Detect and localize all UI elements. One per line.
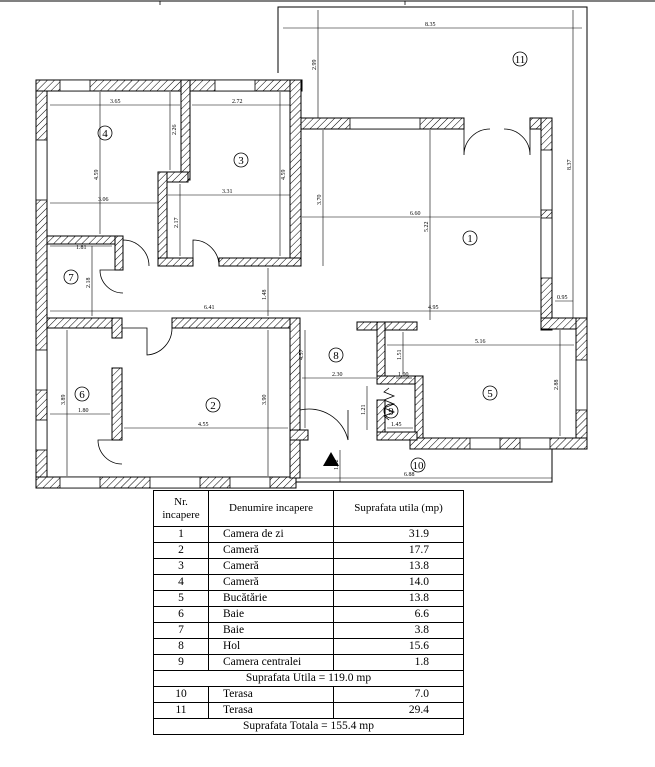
svg-text:2: 2 [210, 400, 216, 412]
header-nr: Nr. incapere [153, 490, 209, 527]
floor-plan: 8.35 2.99 8.37 3.65 2.72 2.26 4.59 4.59 … [0, 0, 655, 489]
dimension-labels: 8.35 2.99 8.37 3.65 2.72 2.26 4.59 4.59 … [61, 22, 573, 478]
header-name: Denumire incapere [208, 490, 334, 527]
windows [35, 79, 588, 489]
svg-text:5.16: 5.16 [475, 339, 486, 345]
svg-text:3.89: 3.89 [61, 395, 67, 406]
svg-text:2.88: 2.88 [554, 380, 560, 391]
svg-text:3.90: 3.90 [262, 395, 268, 406]
svg-text:3.65: 3.65 [110, 99, 121, 105]
svg-text:4.57: 4.57 [299, 350, 305, 361]
svg-text:8.35: 8.35 [425, 22, 436, 28]
walls [35, 79, 588, 489]
svg-text:1.00: 1.00 [398, 372, 409, 378]
svg-text:11: 11 [515, 54, 526, 66]
svg-text:5: 5 [487, 388, 493, 400]
svg-text:3: 3 [238, 155, 244, 167]
header-area: Suprafata utila (mp) [333, 490, 464, 527]
svg-text:2.99: 2.99 [312, 60, 318, 71]
svg-text:8: 8 [333, 350, 339, 362]
svg-text:1.45: 1.45 [391, 422, 402, 428]
svg-text:4.59: 4.59 [281, 170, 287, 181]
svg-text:2.18: 2.18 [86, 278, 92, 289]
total-row: Suprafata Totala = 155.4 mp [153, 718, 464, 735]
svg-text:4.59: 4.59 [94, 170, 100, 181]
svg-text:1.48: 1.48 [262, 290, 268, 301]
svg-text:2.17: 2.17 [174, 218, 180, 229]
svg-text:1.51: 1.51 [397, 350, 403, 361]
svg-text:6.88: 6.88 [404, 472, 415, 478]
svg-text:2.26: 2.26 [172, 125, 178, 136]
svg-text:3.31: 3.31 [222, 189, 233, 195]
svg-text:2.72: 2.72 [232, 99, 243, 105]
svg-text:7: 7 [68, 272, 74, 284]
svg-text:4.95: 4.95 [428, 305, 439, 311]
svg-text:3.70: 3.70 [317, 195, 323, 206]
svg-text:6.60: 6.60 [410, 211, 421, 217]
svg-text:1.80: 1.80 [78, 408, 89, 414]
dimension-lines [50, 10, 582, 482]
svg-text:2.30: 2.30 [332, 372, 343, 378]
svg-text:6.41: 6.41 [204, 305, 215, 311]
svg-text:4: 4 [102, 128, 108, 140]
subtotal-row: Suprafata Utila = 119.0 mp [153, 670, 464, 687]
svg-text:10: 10 [413, 460, 425, 472]
svg-text:1.02: 1.02 [334, 460, 340, 471]
svg-text:8.37: 8.37 [567, 160, 573, 171]
svg-text:1.21: 1.21 [361, 405, 367, 416]
svg-text:0.95: 0.95 [557, 295, 568, 301]
boiler-zigzag-icon [382, 387, 396, 421]
table-header-row: Nr. incapere Denumire incapere Suprafata… [153, 490, 464, 527]
svg-text:1.81: 1.81 [76, 245, 87, 251]
svg-text:5.22: 5.22 [424, 222, 430, 233]
svg-text:1: 1 [467, 233, 473, 245]
terrace-11-outline [277, 6, 588, 320]
room-number-labels: 11 4 3 1 7 8 5 6 2 9 10 [68, 54, 525, 472]
doors [97, 128, 531, 465]
entrance-arrow-icon [323, 452, 339, 466]
svg-text:9: 9 [388, 406, 394, 418]
room-numbers [63, 51, 528, 473]
room-area-table: Nr. incapere Denumire incapere Suprafata… [153, 490, 464, 735]
svg-text:4.55: 4.55 [198, 422, 209, 428]
svg-text:3.06: 3.06 [98, 197, 109, 203]
svg-text:6: 6 [79, 389, 85, 401]
